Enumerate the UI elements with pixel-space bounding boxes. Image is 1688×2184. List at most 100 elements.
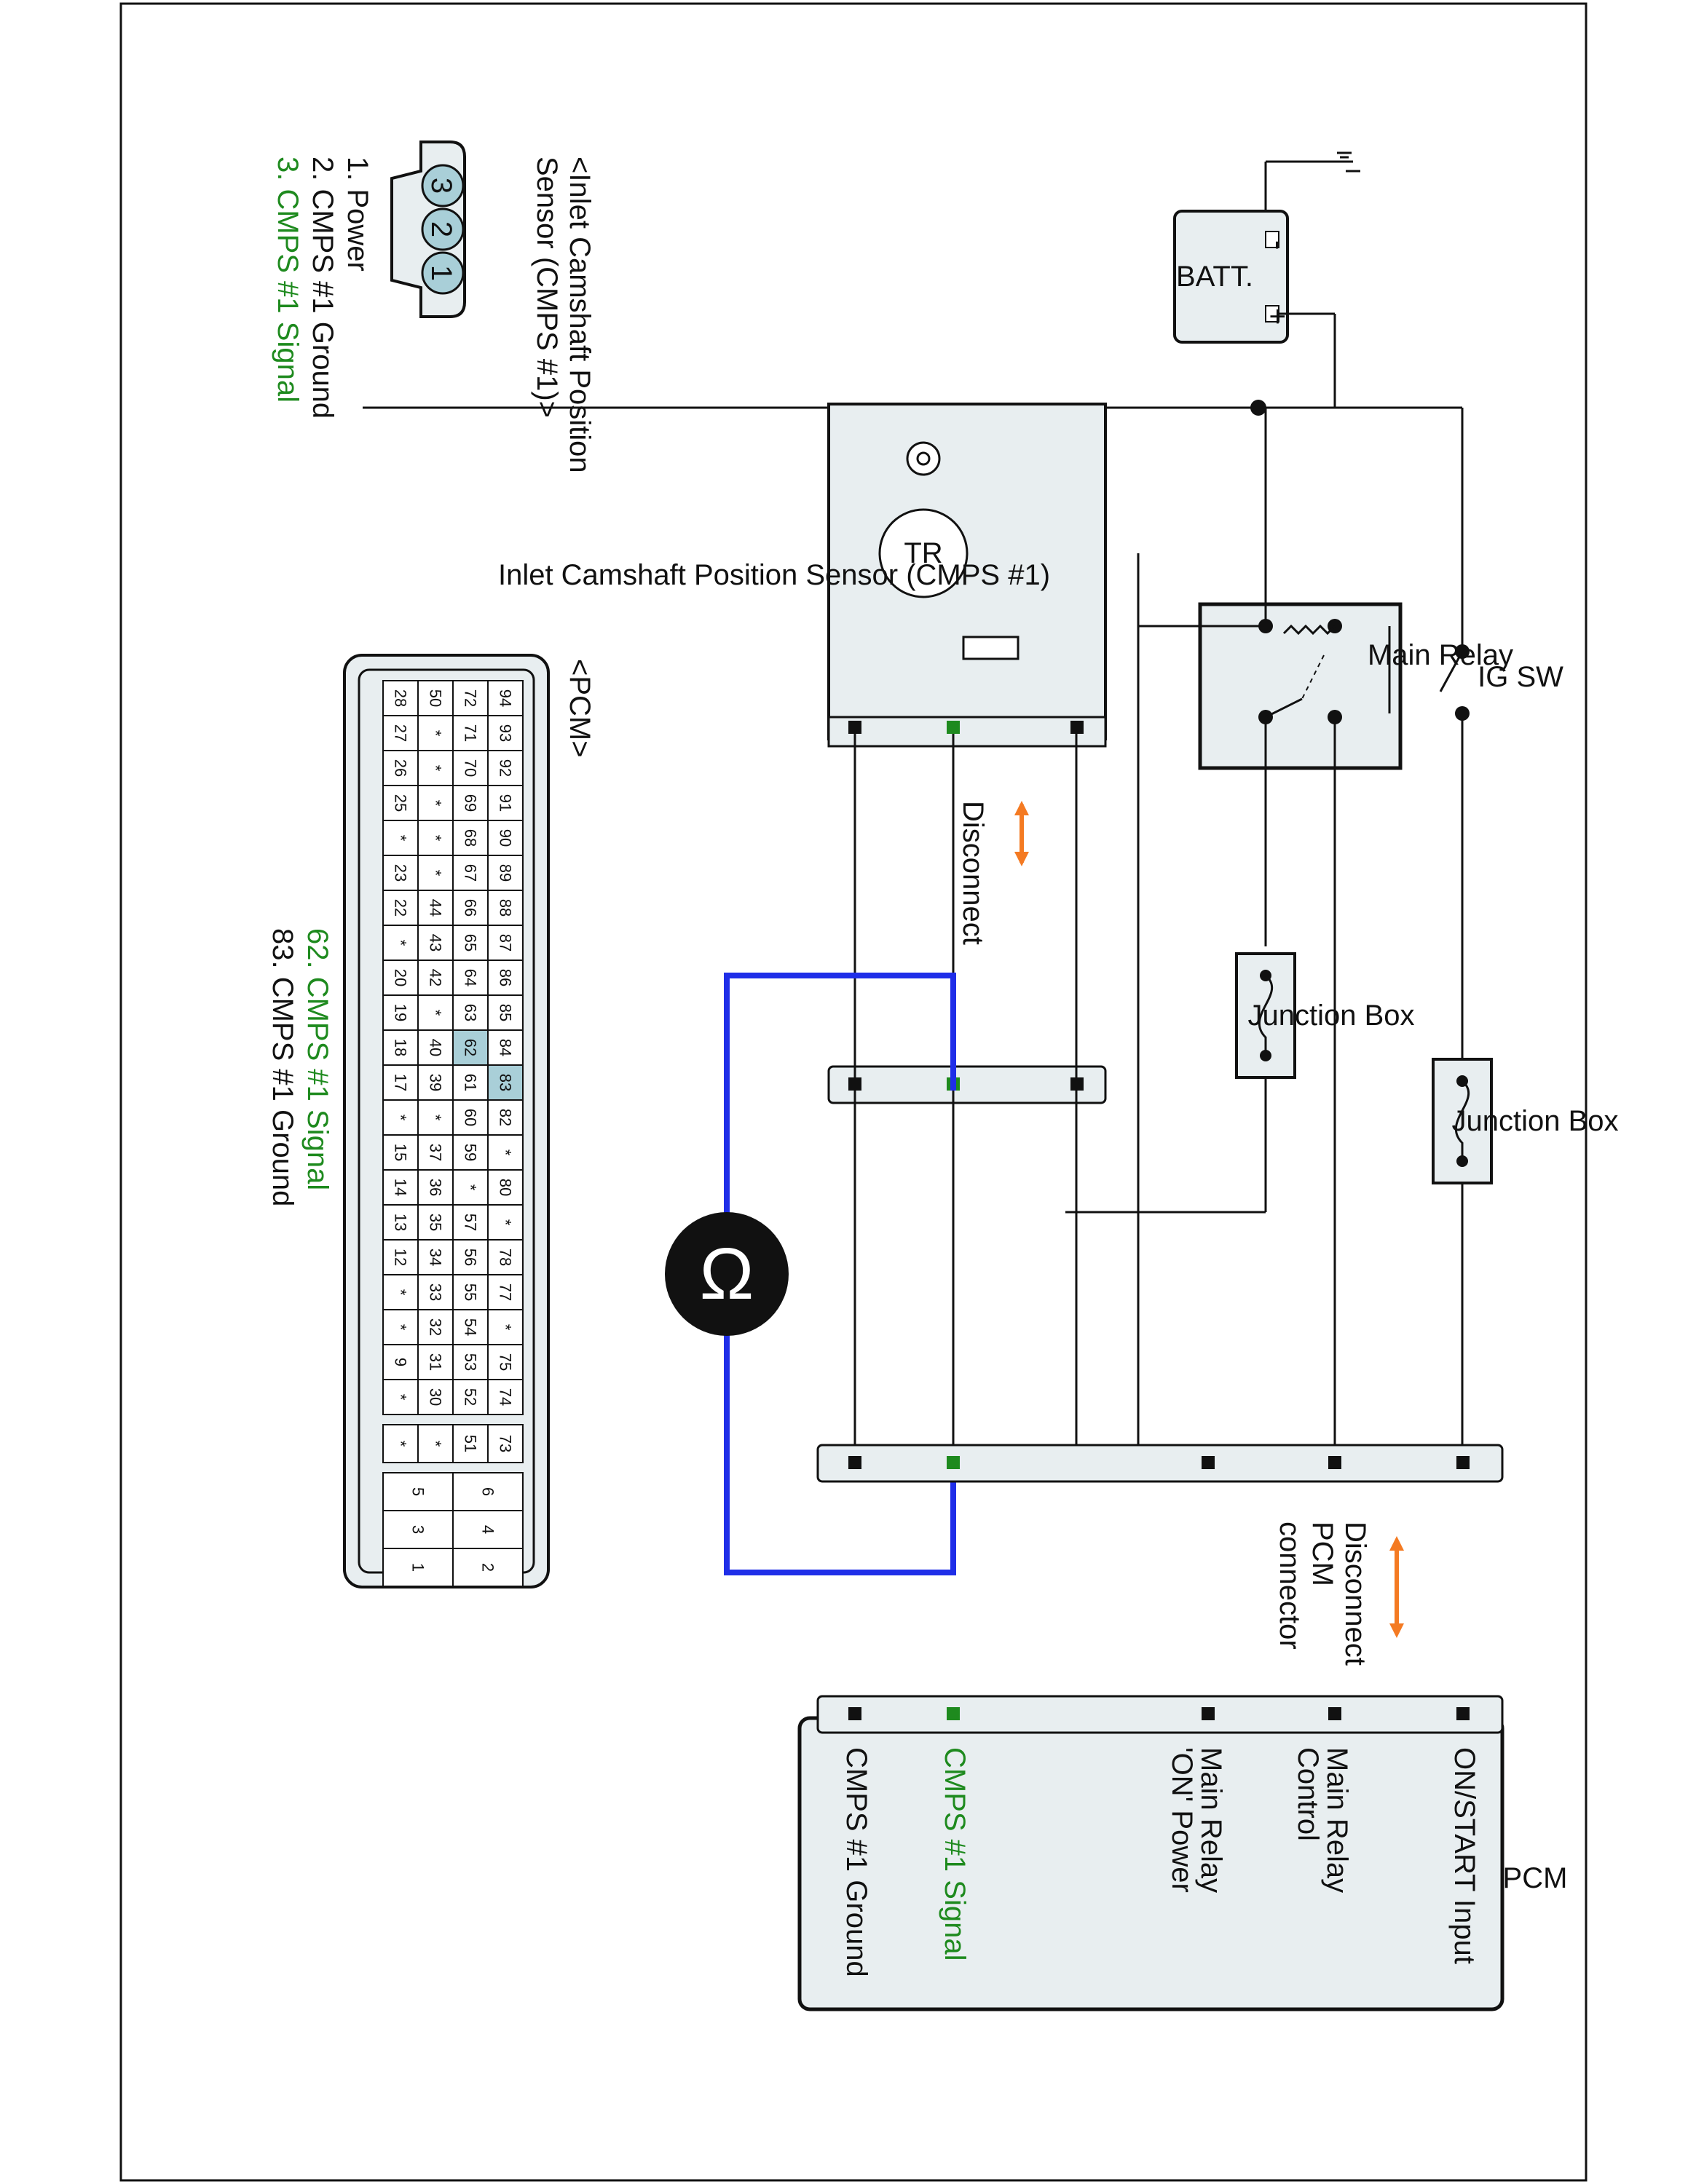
relay-coil-icon xyxy=(1282,624,1336,636)
pcm-pin: * xyxy=(392,1115,410,1121)
pcm-pin: * xyxy=(427,870,445,877)
pcm-pin: * xyxy=(392,1394,410,1401)
pcm-connector-pinout: <PCM> 94939291908988878685848382*80*7877… xyxy=(267,654,596,1588)
junction-box-1: Junction Box xyxy=(1432,1058,1619,1449)
pcm-pin: * xyxy=(427,765,445,772)
pcm-pin: 84 xyxy=(497,1039,515,1056)
pin-grid: 94939291908988878685848382*80*7877*75747… xyxy=(382,680,524,1587)
main-relay-box xyxy=(1198,602,1403,770)
pcm-pin: 53 xyxy=(462,1353,480,1371)
ohmmeter: Ω xyxy=(665,973,956,1575)
pcm-pin: * xyxy=(427,1115,445,1121)
svg-text:3: 3 xyxy=(425,178,457,194)
pcm-pin: 43 xyxy=(427,934,445,951)
sensor-pin-2 xyxy=(848,721,861,734)
pcm-pin: 93 xyxy=(497,724,515,742)
pcm-pin: 40 xyxy=(427,1039,445,1056)
junction-box-2-label: Junction Box xyxy=(1247,1000,1414,1032)
pcm-pin: 39 xyxy=(427,1074,445,1091)
pcm-pin: * xyxy=(462,1184,480,1191)
pcm-connector-title: <PCM> xyxy=(564,659,596,758)
pcm-pin: 61 xyxy=(462,1074,480,1091)
pcm-pin-cell xyxy=(382,1379,419,1415)
ig-switch: IG SW xyxy=(1258,406,1563,1059)
pcm-pin: 26 xyxy=(392,759,410,777)
pcm-pin: * xyxy=(392,940,410,946)
pcm-power-pin: 6 xyxy=(479,1487,497,1496)
sensor-pin-1 xyxy=(1070,721,1084,734)
pcm-pin: 33 xyxy=(427,1283,445,1301)
battery-box xyxy=(1173,210,1289,344)
connector-pin-3 xyxy=(421,164,465,207)
pcm-pin: 72 xyxy=(462,689,480,707)
battery: - + BATT. xyxy=(363,151,1360,409)
pcm-pin: 28 xyxy=(392,689,410,707)
battery-neg-terminal xyxy=(1265,231,1279,248)
pcm-pin: 87 xyxy=(497,934,515,951)
ohm-symbol: Ω xyxy=(700,1233,754,1315)
connector-pin-2 xyxy=(421,207,465,251)
pcm-terminal-relay-power: Main Relay'ON' Power xyxy=(1166,1747,1227,1893)
pcm-pin: * xyxy=(392,1289,410,1296)
legend-ground: 2. CMPS #1 Ground xyxy=(307,157,339,419)
ig-sw-label: IG SW xyxy=(1478,661,1563,693)
pcm-connector-strip xyxy=(816,1695,1504,1734)
pcm-pin: 50 xyxy=(427,689,445,707)
pcm-pin: 88 xyxy=(497,899,515,917)
pcm-pin: * xyxy=(392,1324,410,1331)
pcm-pin: 75 xyxy=(497,1353,515,1371)
main-relay: Main Relay xyxy=(1198,602,1513,770)
pcm-pin: 55 xyxy=(462,1283,480,1301)
arrow-icon xyxy=(1014,801,1029,815)
pcm-pin: 86 xyxy=(497,969,515,986)
pcm-pin: 65 xyxy=(462,934,480,951)
sensor-pin-3 xyxy=(947,721,960,734)
pcm-pin: 71 xyxy=(462,724,480,742)
disconnect-pcm-label: Disconnect PCM connector xyxy=(1274,1522,1371,1674)
pcm-pin: * xyxy=(392,835,410,842)
pcm-pin: 36 xyxy=(427,1179,445,1196)
pcm-pin: 23 xyxy=(392,864,410,882)
pcm-pin: 89 xyxy=(497,864,515,882)
resistor-icon xyxy=(962,636,1019,660)
pcm-pin: 42 xyxy=(427,969,445,986)
pcm-terminal-relay-control: Main RelayControl xyxy=(1292,1747,1353,1893)
pcm-pin: * xyxy=(427,835,445,842)
pcm-pin: 14 xyxy=(392,1179,410,1196)
disconnect-cmps: Disconnect xyxy=(957,801,1029,945)
legend-power: 1. Power xyxy=(342,157,374,272)
page-frame xyxy=(119,2,1588,2182)
pcm-box xyxy=(797,1716,1504,2011)
pcm-pin: 66 xyxy=(462,899,480,917)
junction-box-1-label: Junction Box xyxy=(1451,1105,1618,1137)
pcm-pin: 57 xyxy=(462,1214,480,1231)
pcm-harness-connector xyxy=(816,1444,1504,1483)
pcm-pin: 54 xyxy=(462,1318,480,1336)
sensor-connector-legend: <Inlet Camshaft Position Sensor (CMPS #1… xyxy=(272,141,596,481)
disconnect-pcm: Disconnect PCM connector xyxy=(1274,1522,1404,1674)
pcm-power-pin: 2 xyxy=(479,1563,497,1572)
pcm-pin: 13 xyxy=(392,1214,410,1231)
pcm-pin: 32 xyxy=(427,1318,445,1336)
pcm-pin: 59 xyxy=(462,1144,480,1161)
pcm-pin: 37 xyxy=(427,1144,445,1161)
fuse-icon-2 xyxy=(1258,974,1274,1056)
fuse-icon xyxy=(1454,1080,1470,1161)
pcm-legend-ground: 83. CMPS #1 Ground xyxy=(267,928,299,1206)
pcm-pin: 69 xyxy=(462,794,480,812)
pcm-pin: 19 xyxy=(392,1004,410,1021)
pcm-pin: 52 xyxy=(462,1388,480,1406)
ohmmeter-icon[interactable] xyxy=(665,1212,789,1336)
connector-pin-1 xyxy=(421,251,465,295)
svg-text:1: 1 xyxy=(425,265,457,281)
sensor-connector-title: <Inlet Camshaft Position Sensor (CMPS #1… xyxy=(531,157,596,481)
disconnect-cmps-label: Disconnect xyxy=(957,801,989,945)
pcm-power-pin: 4 xyxy=(479,1525,497,1534)
minus-sign: - xyxy=(1263,240,1295,250)
pcm-module: PCM ON/START Input Main RelayControl Mai… xyxy=(797,1695,1567,2011)
main-relay-label: Main Relay xyxy=(1368,639,1513,671)
pcm-pin: 18 xyxy=(392,1039,410,1056)
pcm-pin: 60 xyxy=(462,1109,480,1126)
